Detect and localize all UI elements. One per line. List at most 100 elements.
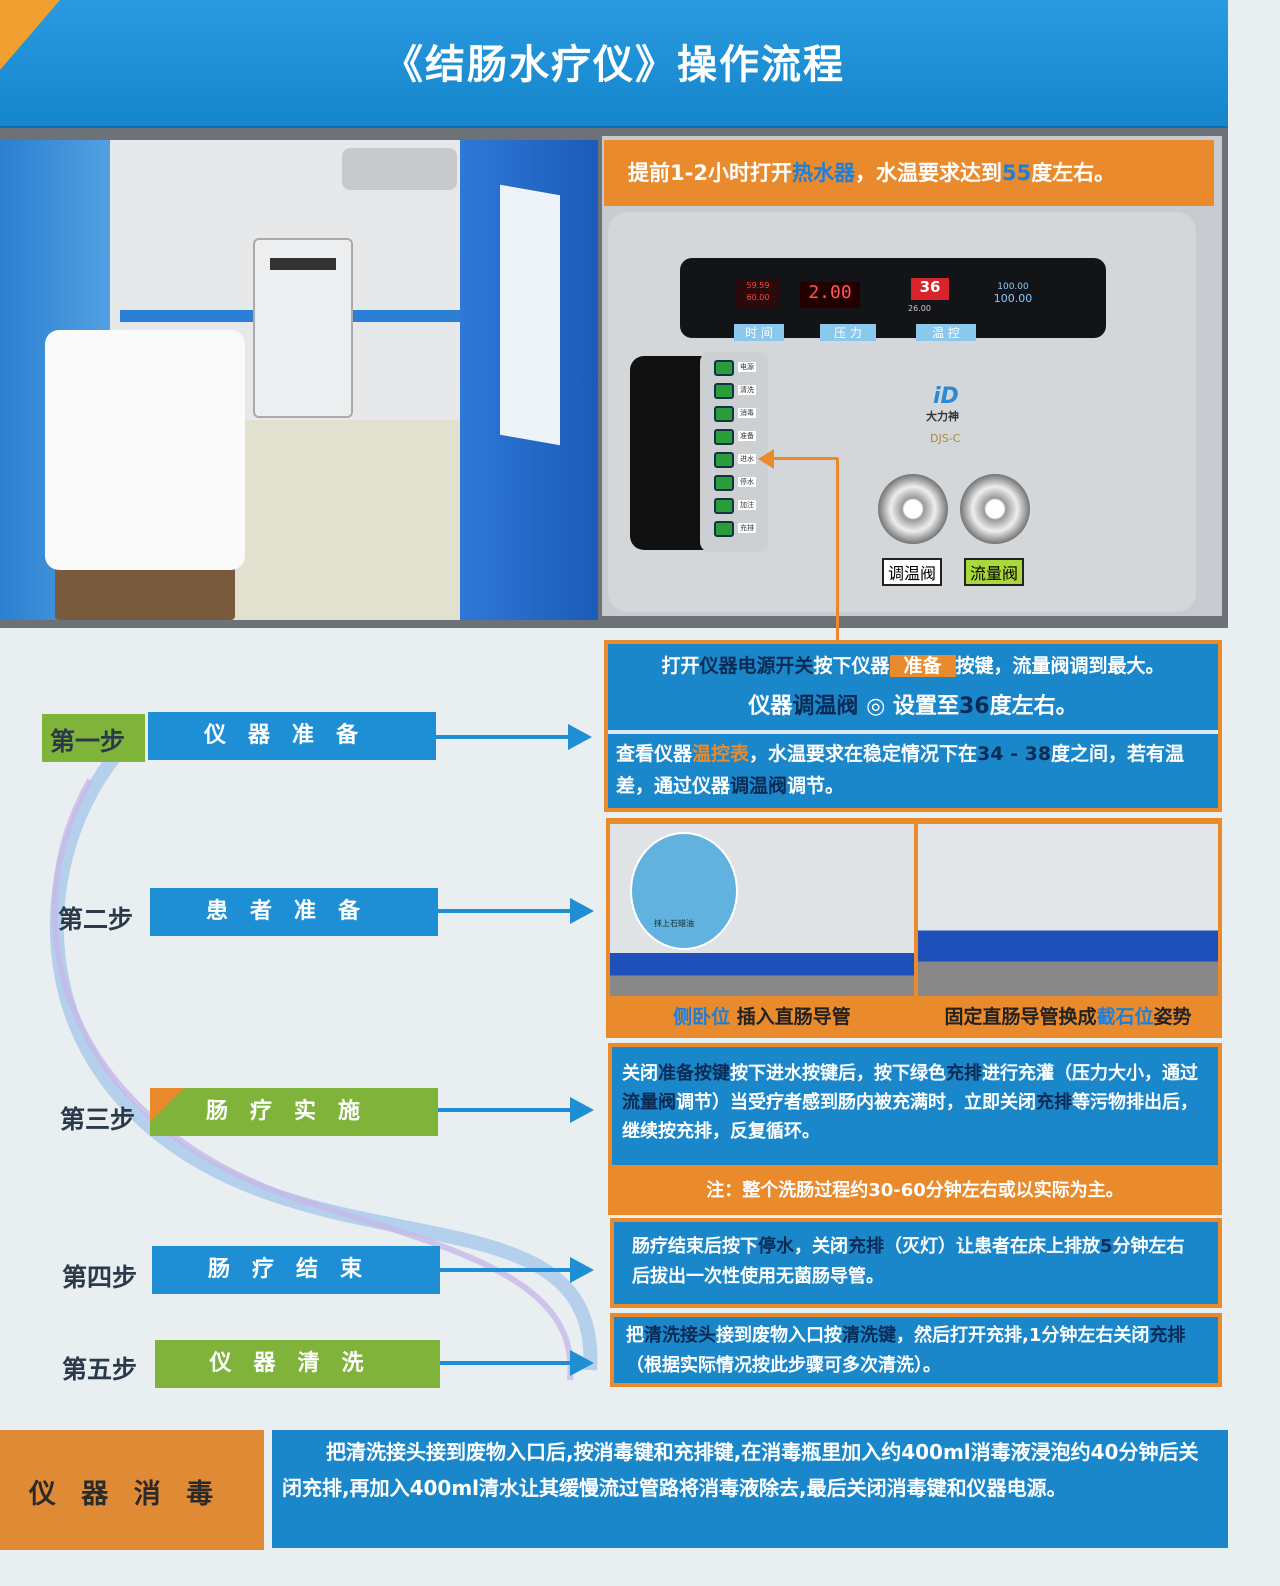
- device-button-row[interactable]: 加注: [714, 498, 774, 516]
- text-segment: （根据实际情况按此步骤可多次清洗）。: [626, 1355, 941, 1376]
- text-segment: 度左右。: [989, 694, 1078, 719]
- catheter-inset: 抹上石蜡油: [630, 832, 738, 950]
- highlighted-text: 准备: [889, 655, 956, 677]
- button-label: 加注: [738, 500, 756, 510]
- button-led[interactable]: [714, 360, 734, 376]
- highlighted-text: 清洗键: [842, 1325, 896, 1346]
- button-led[interactable]: [714, 429, 734, 445]
- step-5-number: 第五步: [62, 1355, 138, 1384]
- button-led[interactable]: [714, 521, 734, 537]
- button-label: 电源: [738, 362, 756, 372]
- step-1-line-1: 打开仪器电源开关按下仪器准备按键，流量阀调到最大。: [608, 650, 1218, 682]
- flow-top: 100.00: [997, 282, 1029, 292]
- device-button-row[interactable]: 电源: [714, 360, 774, 378]
- button-led[interactable]: [714, 383, 734, 399]
- treatment-room-illustration: [0, 140, 598, 620]
- text-segment: ，水温要求达到: [854, 161, 1002, 185]
- text-segment: ，水温要求在稳定情况下在: [749, 743, 978, 765]
- device-button-row[interactable]: 充排: [714, 521, 774, 539]
- highlighted-text: 调温阀: [730, 775, 788, 797]
- flow-valve-knob[interactable]: [960, 474, 1030, 544]
- button-led[interactable]: [714, 475, 734, 491]
- highlighted-text: 侧卧位: [673, 1006, 731, 1028]
- brand-name: 大力神: [926, 410, 959, 423]
- highlighted-text: 停水: [758, 1236, 794, 1257]
- connector-line: [836, 458, 839, 644]
- step-2-caption-left: 侧卧位 插入直肠导管: [610, 1002, 914, 1029]
- text-segment: 等污物排出后，继续按充排，反复循环。: [622, 1092, 1198, 1142]
- device-button-row[interactable]: 清洗: [714, 383, 774, 401]
- text-segment: 关闭: [622, 1063, 658, 1084]
- model-label: DJS-C: [930, 432, 961, 445]
- lithotomy-illustration: [918, 824, 1218, 996]
- temperature-sub-display: 26.00: [908, 304, 931, 313]
- water-heater: [342, 148, 457, 190]
- text-segment: 度左右。: [1031, 161, 1116, 185]
- device-button-row[interactable]: 消毒: [714, 406, 774, 424]
- highlighted-text: 温控表: [692, 743, 750, 765]
- step-1-number-bg: [42, 714, 145, 762]
- step-3-title: 肠疗实施: [150, 1088, 438, 1136]
- temperature-valve-knob[interactable]: [878, 474, 948, 544]
- highlighted-text: 流量阀: [622, 1092, 676, 1113]
- step-4-arrow: [440, 1257, 594, 1283]
- step-2-title: 患者准备: [150, 888, 438, 936]
- button-label: 消毒: [738, 408, 756, 418]
- device-button-row[interactable]: 进水: [714, 452, 774, 470]
- text-segment: 调节。: [787, 775, 845, 797]
- button-led[interactable]: [714, 452, 734, 468]
- inset-label: 抹上石蜡油: [654, 919, 694, 928]
- step-2-number: 第二步: [58, 905, 134, 934]
- highlighted-text: 清洗接头: [644, 1325, 716, 1346]
- step-3-number: 第三步: [60, 1105, 136, 1134]
- text-segment: 插入直肠导管: [730, 1006, 851, 1028]
- text-segment: 按键，流量阀调到最大。: [955, 655, 1165, 677]
- step-5-instructions: 把清洗接头接到废物入口按清洗键，然后打开充排,1分钟左右关闭充排（根据实际情况按…: [610, 1313, 1222, 1387]
- text-segment: 固定直肠导管换成: [944, 1006, 1097, 1028]
- step-3-note: 注：整个洗肠过程约30-60分钟左右或以实际为主。: [706, 1180, 1124, 1201]
- text-segment: 分钟左右后拔出一次性使用无菌肠导管。: [632, 1236, 1185, 1287]
- text-segment: ，然后打开充排,1分钟左右关闭: [896, 1325, 1150, 1346]
- decorative-swoosh: [49, 745, 598, 1381]
- highlighted-text: 仪器电源开关: [699, 655, 814, 677]
- step-5-arrow: [440, 1350, 594, 1376]
- treatment-bed: [45, 330, 245, 570]
- device-control-panel: 59.59 60.00 2.00 36 26.00 100.00 100.00 …: [608, 212, 1196, 612]
- button-label: 准备: [738, 431, 756, 441]
- step-2-arrow: [438, 898, 594, 924]
- text-segment: 接到废物入口按: [716, 1325, 842, 1346]
- highlighted-text: 充排: [848, 1236, 884, 1257]
- device-button-row[interactable]: 停水: [714, 475, 774, 493]
- highlighted-text: 充排: [946, 1063, 982, 1084]
- disinfect-instructions: 把清洗接头接到废物入口后,按消毒键和充排键,在消毒瓶里加入约400ml消毒液浸泡…: [272, 1430, 1228, 1548]
- step-3-arrow: [438, 1097, 594, 1123]
- button-led[interactable]: [714, 498, 734, 514]
- highlighted-text: 55: [1001, 161, 1032, 185]
- step-5-title: 仪器清洗: [155, 1340, 440, 1388]
- text-segment: 调节）当受疗者感到肠内被充满时，立即关闭: [676, 1092, 1036, 1113]
- flow-display: 100.00 100.00: [988, 282, 1038, 305]
- button-label: 停水: [738, 477, 756, 487]
- text-segment: 姿势: [1153, 1006, 1192, 1028]
- step-3-text: 关闭准备按键按下进水按键后，按下绿色充排进行充灌（压力大小，通过流量阀调节）当受…: [612, 1047, 1218, 1165]
- step-1-instructions: 打开仪器电源开关按下仪器准备按键，流量阀调到最大。 仪器调温阀 ◎ 设置至36度…: [604, 640, 1222, 812]
- step-1-number: 第一步: [50, 727, 126, 756]
- display-label-time: 时 间: [734, 324, 784, 341]
- highlighted-text: 截石位: [1096, 1006, 1154, 1028]
- text-segment: 按下进水按键后，按下绿色: [730, 1063, 946, 1084]
- time-display: 59.59 60.00: [736, 280, 780, 308]
- text-segment: 按下仪器: [813, 655, 890, 677]
- device-button-row[interactable]: 准备: [714, 429, 774, 447]
- text-segment: （灭灯）让患者在床上排放: [884, 1236, 1100, 1257]
- text-segment: 设置至: [892, 694, 959, 719]
- button-label: 清洗: [738, 385, 756, 395]
- step-1-line-3: 查看仪器温控表，水温要求在稳定情况下在34 - 38度之间，若有温差，通过仪器调…: [616, 738, 1214, 802]
- text-segment: 度之间，若有温差，通过仪器: [616, 743, 1185, 797]
- step-3-instructions: 关闭准备按键按下进水按键后，按下绿色充排进行充灌（压力大小，通过流量阀调节）当受…: [608, 1043, 1222, 1215]
- button-led[interactable]: [714, 406, 734, 422]
- text-segment: 把: [626, 1325, 644, 1346]
- water-heater-instruction: 提前1-2小时打开热水器，水温要求达到55度左右。: [604, 140, 1214, 206]
- button-column: [700, 352, 768, 552]
- temperature-valve-label: 调温阀: [882, 558, 943, 586]
- time-remaining: 59.59: [746, 281, 770, 290]
